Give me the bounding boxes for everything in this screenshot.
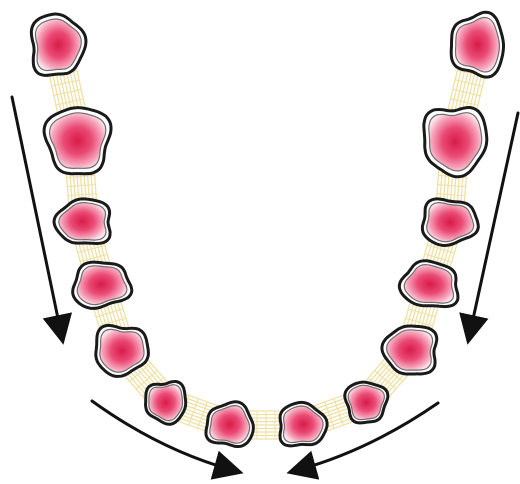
tooth <box>345 382 388 423</box>
fiber-rung <box>96 309 123 317</box>
tooth-crown <box>348 385 384 419</box>
tooth <box>397 257 463 310</box>
fiber-rung <box>78 245 105 252</box>
teeth <box>31 12 503 446</box>
tooth <box>44 108 111 174</box>
tooth <box>382 326 437 374</box>
tooth-crown <box>456 17 500 71</box>
fiber-rung <box>80 254 107 261</box>
tooth <box>96 325 149 376</box>
tooth <box>424 107 487 176</box>
tooth <box>451 12 503 77</box>
tooth <box>206 402 253 447</box>
fiber-rung <box>408 309 435 317</box>
tooth <box>146 381 186 424</box>
periodontal-fibers <box>43 42 491 439</box>
tooth <box>54 199 110 244</box>
tooth <box>280 402 327 446</box>
tooth <box>31 14 86 75</box>
tooth <box>422 199 478 246</box>
tooth <box>69 257 134 311</box>
